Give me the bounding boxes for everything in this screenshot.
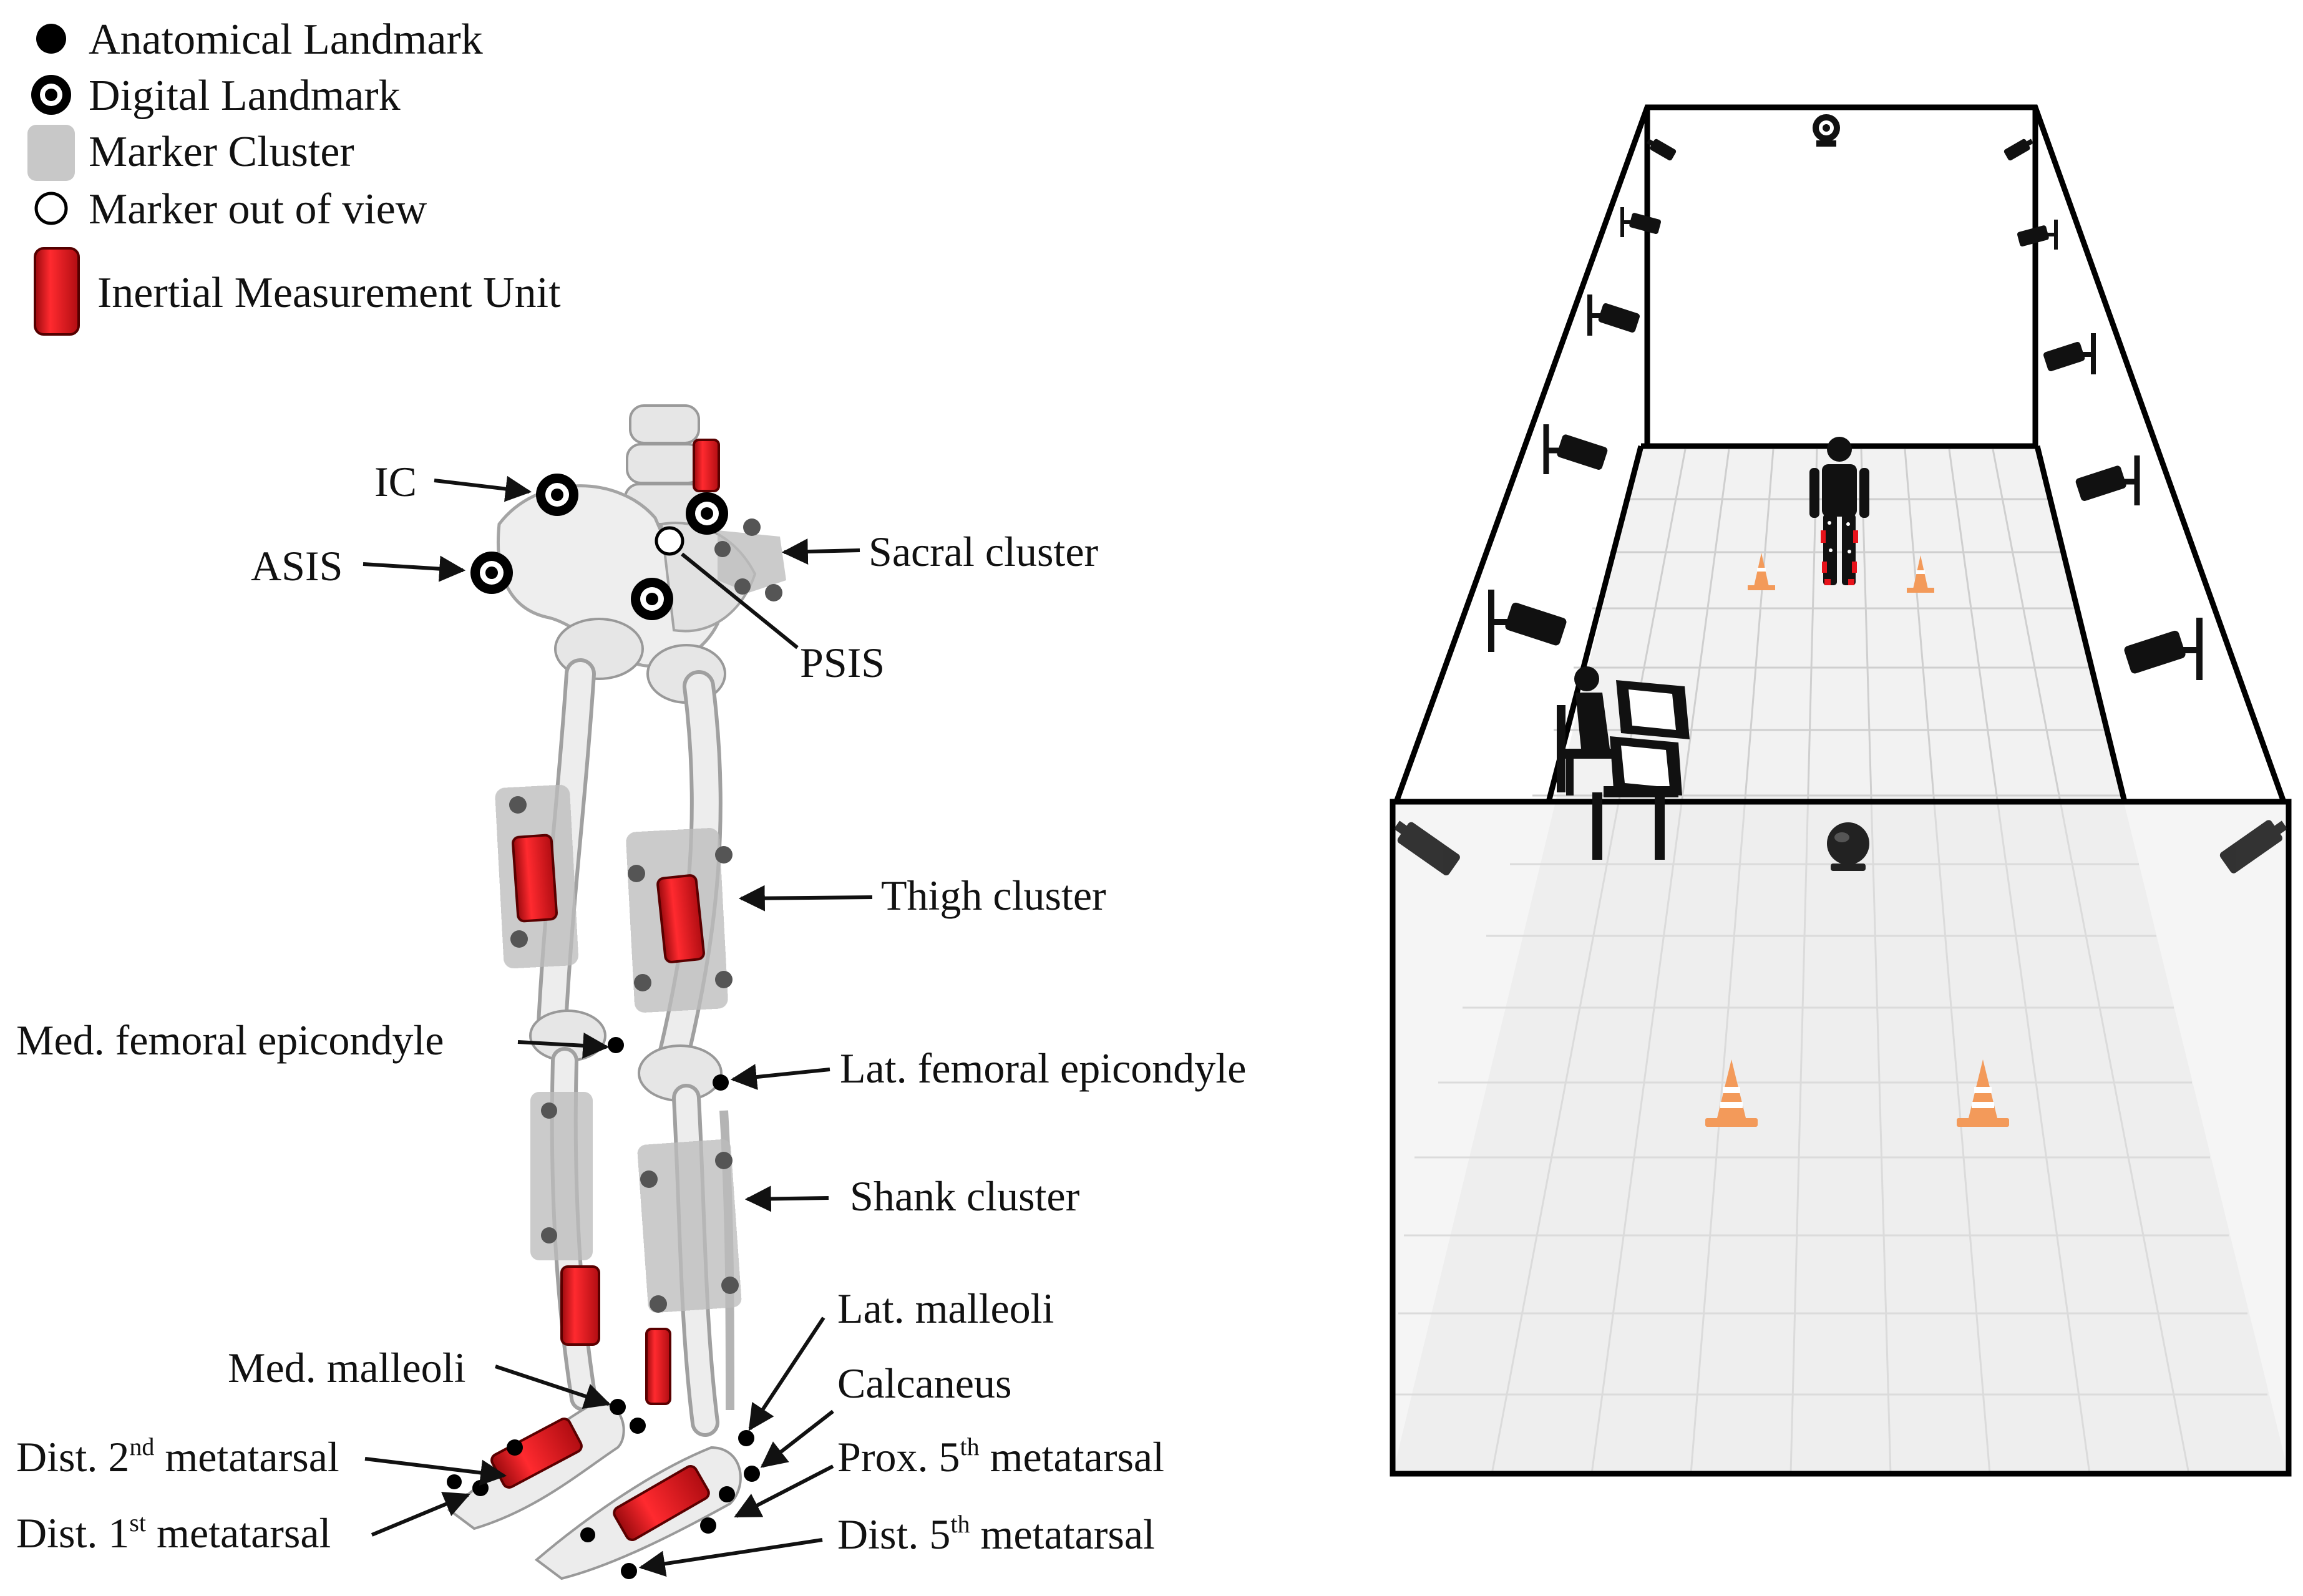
marker-dist2 <box>507 1439 523 1456</box>
security-camera-icon <box>1488 590 1567 652</box>
marker-calcaneus <box>744 1466 760 1482</box>
security-camera-icon <box>2017 220 2058 250</box>
front-panel <box>1393 802 2289 1474</box>
floor <box>1393 449 2289 1474</box>
marker-lat-malleoli <box>738 1430 754 1446</box>
label-lat-femoral: Lat. femoral epicondyle <box>840 1044 1246 1092</box>
marker-lat-femoral <box>713 1074 729 1091</box>
legend-digital-label: Digital Landmark <box>89 72 401 120</box>
legend-anatomical-label: Anatomical Landmark <box>89 16 483 64</box>
marker-med-femoral <box>608 1037 624 1053</box>
shank-cluster-plate-left <box>530 1092 593 1260</box>
imu-sensors <box>490 439 720 1541</box>
imu-shank-right <box>645 1328 671 1405</box>
label-med-femoral: Med. femoral epicondyle <box>16 1016 444 1064</box>
imu-icon <box>34 247 80 336</box>
skeleton-illustration <box>447 404 786 1580</box>
marker-psis-upper <box>686 492 728 535</box>
imu-shank-left <box>560 1265 600 1346</box>
marker-out-of-view-icon <box>34 192 68 225</box>
label-med-malleoli: Med. malleoli <box>228 1344 465 1391</box>
marker-foot-r1 <box>580 1527 595 1542</box>
shank-cluster-plate-right <box>637 1139 742 1313</box>
label-shank-cluster: Shank cluster <box>850 1172 1080 1220</box>
traffic-cone-icon <box>1907 555 1934 593</box>
digital-landmark-icon <box>31 75 71 115</box>
marker-med-malleoli-2 <box>630 1418 646 1434</box>
label-prox5: Prox. 5th metatarsal <box>837 1433 1164 1481</box>
marker-psis-out-of-view <box>655 526 684 556</box>
security-camera-icon <box>2075 455 2140 505</box>
legend-digital: Digital Landmark <box>31 72 401 120</box>
label-dist5: Dist. 5th metatarsal <box>837 1510 1155 1558</box>
digital-markers <box>470 474 728 620</box>
traffic-cones <box>1705 553 2009 1127</box>
traffic-cone-icon <box>1705 1059 1758 1127</box>
legend-out-of-view: Marker out of view <box>34 185 427 233</box>
legend-imu: Inertial Measurement Unit <box>34 247 561 336</box>
security-camera-icon <box>1620 207 1662 237</box>
marker-foot-l1 <box>447 1474 462 1489</box>
webcam-icon <box>1813 114 1840 147</box>
label-thigh-cluster: Thigh cluster <box>881 872 1106 919</box>
seated-operator-icon <box>1557 666 1690 860</box>
label-dist2: Dist. 2nd metatarsal <box>16 1433 339 1481</box>
floor-grid <box>1395 449 2267 1474</box>
capture-room <box>1390 104 2292 1477</box>
landmark-labels: IC ASIS Sacral cluster PSIS Thigh cluste… <box>16 458 1246 1558</box>
security-camera-icon <box>2043 333 2096 374</box>
security-camera-icon <box>2219 820 2288 873</box>
label-psis: PSIS <box>800 639 885 686</box>
security-camera-icon <box>2124 618 2203 680</box>
imu-sacrum <box>693 439 720 492</box>
person-icon <box>1809 437 1869 585</box>
label-ic: IC <box>374 458 417 505</box>
label-asis: ASIS <box>251 542 343 590</box>
legend: Anatomical Landmark Digital Landmark Mar… <box>27 16 561 336</box>
marker-cluster-icon <box>27 125 75 181</box>
imu-thigh-right <box>656 874 705 963</box>
security-camera-icon <box>1393 820 1460 876</box>
monitor-icon <box>1610 680 1690 796</box>
marker-ic <box>536 474 578 516</box>
legend-out-of-view-label: Marker out of view <box>89 185 427 233</box>
label-lat-malleoli: Lat. malleoli <box>837 1285 1054 1332</box>
legend-cluster: Marker Cluster <box>27 125 354 181</box>
security-camera-icon <box>1647 139 1677 161</box>
security-camera-icon <box>1543 424 1608 474</box>
traffic-cone-icon <box>1957 1059 2009 1127</box>
imu-foot-right <box>613 1465 710 1541</box>
legend-anatomical: Anatomical Landmark <box>36 16 483 64</box>
anatomical-landmark-icon <box>36 24 66 54</box>
webcam-icon <box>1827 822 1869 871</box>
marker-dist1 <box>472 1480 489 1496</box>
anatomical-markers <box>447 1037 760 1579</box>
legend-cluster-label: Marker Cluster <box>89 128 354 176</box>
security-camera-icon <box>2004 139 2033 161</box>
marker-prox5 <box>719 1486 735 1502</box>
marker-dist5-b <box>621 1563 637 1579</box>
marker-asis <box>470 552 513 594</box>
label-dist1: Dist. 1st metatarsal <box>16 1509 331 1557</box>
label-sacral-cluster: Sacral cluster <box>869 528 1099 575</box>
traffic-cone-icon <box>1748 553 1775 590</box>
label-calcaneus: Calcaneus <box>837 1360 1011 1407</box>
landmark-annotations <box>363 475 873 1577</box>
sacral-cluster-plate <box>718 530 786 593</box>
security-camera-icon <box>1587 294 1640 336</box>
cluster-markers <box>509 518 782 1313</box>
imu-thigh-left <box>512 834 558 923</box>
marker-dist5 <box>700 1517 716 1534</box>
marker-psis-lower <box>631 578 673 620</box>
cameras <box>1393 139 2288 876</box>
marker-med-malleoli <box>610 1399 626 1415</box>
legend-imu-label: Inertial Measurement Unit <box>97 269 561 317</box>
